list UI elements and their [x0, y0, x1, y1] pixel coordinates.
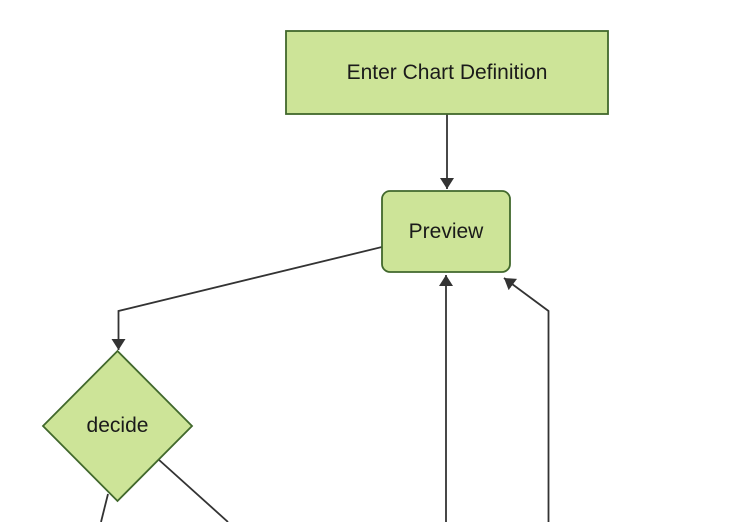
node-enter-chart-definition-shape	[285, 30, 609, 115]
edge-decide-to-offscreen-left	[100, 493, 109, 522]
node-layer	[41, 30, 609, 503]
edge-preview-to-decide	[111, 246, 383, 350]
edge-layer	[100, 114, 550, 522]
node-preview-shape	[381, 190, 511, 273]
edge-offscreen-to-preview-right	[503, 277, 550, 522]
edge-decide-to-offscreen-right	[157, 458, 229, 522]
node-decide-shape	[41, 349, 194, 503]
